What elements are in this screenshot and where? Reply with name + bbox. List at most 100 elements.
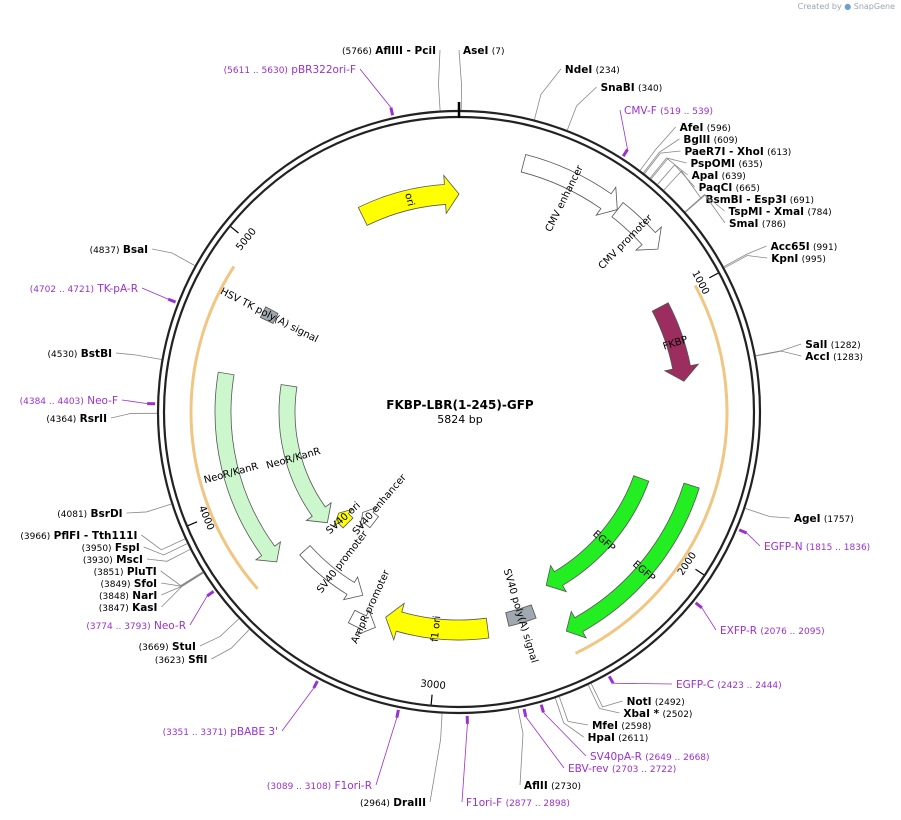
site-name: ApaI: [692, 170, 719, 182]
site-fspi-label[interactable]: (3950) FspI: [82, 542, 140, 554]
site-paer7i-label[interactable]: PaeR7I - XhoI (613): [684, 146, 791, 158]
site-position: (639): [722, 172, 746, 182]
primer-marker: [389, 107, 395, 116]
site-name: Acc65I: [771, 241, 810, 253]
feature-egfp[interactable]: [565, 482, 700, 639]
site-nari-label[interactable]: (3848) NarI: [99, 590, 157, 602]
site-bsai-label[interactable]: (4837) BsaI: [90, 244, 149, 256]
site-kasi-label[interactable]: (3847) KasI: [99, 602, 158, 614]
site-bglii-label[interactable]: BglII (609): [683, 134, 737, 146]
site-draiii-label[interactable]: (2964) DraIII: [360, 797, 426, 809]
site-acc65i-label[interactable]: Acc65I (991): [771, 241, 838, 253]
feature-cmv-promoter[interactable]: [611, 202, 662, 251]
site-mfei-label[interactable]: MfeI (2598): [592, 720, 651, 732]
site-position: (2598): [621, 722, 651, 732]
site-noti-label[interactable]: NotI (2492): [627, 696, 685, 708]
feature-sv40-promoter[interactable]: [299, 545, 364, 601]
primer-cmv-f-label[interactable]: CMV-F (519 .. 539): [624, 105, 713, 117]
primer-egfp-c-label[interactable]: EGFP-C (2423 .. 2444): [676, 679, 782, 691]
site-position: (4364): [46, 415, 76, 425]
site-afliii-label[interactable]: (5766) AflIII - PciI: [342, 45, 436, 57]
site-bstbi-label[interactable]: (4530) BstBI: [48, 348, 112, 360]
site-name: NotI: [627, 696, 652, 708]
site-draiii-leader: [429, 713, 443, 803]
site-position: (234): [596, 66, 620, 76]
site-bsrdi-label[interactable]: (4081) BsrDI: [57, 508, 122, 520]
feature-sv40-enhancer[interactable]: [359, 506, 380, 529]
site-pspomi-label[interactable]: PspOMI (635): [691, 158, 763, 170]
primer-exfp-r-label[interactable]: EXFP-R (2076 .. 2095): [720, 625, 825, 637]
site-agei-label[interactable]: AgeI (1757): [794, 513, 854, 525]
primer-f1ori-r-label[interactable]: (3089 .. 3108) F1ori-R: [267, 780, 372, 792]
feature-sv40-poly-a-signal[interactable]: [505, 604, 537, 627]
site-name: FspI: [115, 542, 140, 554]
feature-sv40-ori[interactable]: [333, 508, 354, 529]
site-bsmbi-label[interactable]: BsmBI - Esp3I (691): [705, 194, 813, 206]
site-name: SfiI: [188, 654, 207, 666]
primer-sv40pa-r-label[interactable]: SV40pA-R (2649 .. 2668): [590, 751, 710, 763]
site-msci-label[interactable]: (3930) MscI: [83, 554, 143, 566]
site-pluti-label[interactable]: (3851) PluTI: [94, 566, 157, 578]
primer-name: pBABE 3': [230, 726, 278, 738]
site-ndei-label[interactable]: NdeI (234): [565, 64, 620, 76]
primer-marker: [206, 590, 215, 598]
site-snabi-label[interactable]: SnaBI (340): [601, 82, 663, 94]
primer-name: EGFP-N: [764, 541, 803, 553]
site-apai-label[interactable]: ApaI (639): [692, 170, 746, 182]
site-kpni-label[interactable]: KpnI (995): [771, 253, 826, 265]
primer-marker: [167, 297, 177, 304]
site-afei-leader: [639, 126, 676, 171]
site-sali-label[interactable]: SalI (1282): [805, 339, 860, 351]
primer-f1ori-f-label[interactable]: F1ori-F (2877 .. 2898): [466, 797, 570, 809]
site-afei-label[interactable]: AfeI (596): [680, 122, 731, 134]
site-acci-label[interactable]: AccI (1283): [805, 351, 863, 363]
primer-leader: [189, 595, 208, 626]
site-name: KasI: [132, 602, 157, 614]
feature-ori[interactable]: [357, 174, 460, 226]
site-stui-label[interactable]: (3669) StuI: [139, 641, 196, 653]
primer-egfp-n-label[interactable]: EGFP-N (1815 .. 1836): [764, 541, 870, 553]
primer-pbabe-3-label[interactable]: (3351 .. 3371) pBABE 3': [163, 726, 278, 738]
site-xbai-label[interactable]: XbaI * (2502): [623, 708, 692, 720]
primer-neo-r-label[interactable]: (3774 .. 3793) Neo-R: [86, 620, 186, 632]
site-sfoi-label[interactable]: (3849) SfoI: [101, 578, 158, 590]
site-name: NarI: [132, 590, 157, 602]
feature-ampr-promoter[interactable]: [347, 609, 376, 636]
primer-marker: [312, 680, 319, 689]
site-noti-leader: [590, 683, 623, 708]
feature-hsv-tk-poly-a-signal[interactable]: [259, 306, 279, 324]
site-paqci-label[interactable]: PaqCI (665): [699, 182, 760, 194]
site-position: (3966): [20, 532, 50, 542]
site-asei-label[interactable]: AseI (7): [463, 45, 505, 57]
primer-neo-f-label[interactable]: (4384 .. 4403) Neo-F: [20, 395, 118, 407]
feature-fkbp[interactable]: [651, 302, 700, 382]
primer-pbr322ori-f-label[interactable]: (5611 .. 5630) pBR322ori-F: [224, 64, 356, 76]
tick-mark: [430, 694, 433, 705]
feature-cmv-enhancer[interactable]: [520, 154, 618, 216]
feature-neor-kanr[interactable]: [278, 384, 332, 524]
primer-ebv-rev-label[interactable]: EBV-rev (2703 .. 2722): [568, 763, 676, 775]
feature-neor-kanr[interactable]: [214, 371, 282, 563]
site-rsrii-leader: [110, 412, 158, 419]
site-name-2: - XhoI: [725, 146, 763, 158]
site-smai-label[interactable]: SmaI (786): [729, 218, 786, 230]
site-tspmi-label[interactable]: TspMI - XmaI (784): [729, 206, 832, 218]
site-name: BsaI: [123, 244, 148, 256]
primer-tk-pa-r-label[interactable]: (4702 .. 4721) TK-pA-R: [30, 283, 138, 295]
site-hpai-label[interactable]: HpaI (2611): [588, 732, 649, 744]
site-aflii-label[interactable]: AflII (2730): [524, 780, 581, 792]
site-asei-leader: [458, 49, 462, 111]
feature-f1-ori[interactable]: [385, 602, 490, 642]
site-mfei-leader: [558, 696, 589, 726]
site-position: (5766): [342, 47, 372, 57]
backbone-inner-ring: [162, 115, 756, 709]
brand-prefix: Created by: [797, 2, 842, 11]
feature-egfp[interactable]: [545, 475, 650, 593]
site-position: (635): [738, 160, 762, 170]
site-sfii-label[interactable]: (3623) SfiI: [155, 654, 208, 666]
site-name: PluTI: [127, 566, 157, 578]
site-pflfi-label[interactable]: (3966) PflFI - Tth111I: [20, 530, 137, 542]
site-pflfi-leader: [141, 534, 186, 551]
site-rsrii-label[interactable]: (4364) RsrII: [46, 413, 107, 425]
site-position: (3849): [101, 580, 131, 590]
